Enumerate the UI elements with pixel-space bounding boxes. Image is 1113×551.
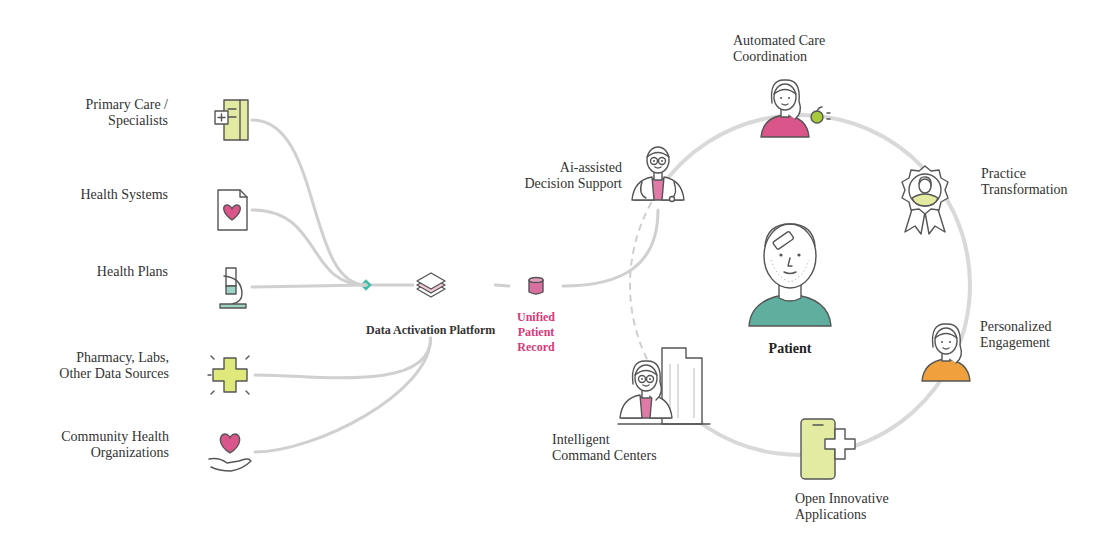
record-node: Unified Patient Record [509, 276, 563, 355]
source-node: Pharmacy, Labs, Other Data Sources [49, 350, 255, 400]
ring-arc [659, 115, 970, 455]
database-icon [526, 276, 546, 296]
flow-connector [252, 210, 366, 285]
flow-connector [255, 338, 431, 452]
patient-icon [735, 210, 845, 328]
node-label: Intelligent Command Centers [552, 432, 670, 464]
source-node: Community Health Organizations [54, 429, 255, 475]
ring-node: Automated Care Coordination [733, 33, 843, 141]
source-node: Primary Care / Specialists [68, 97, 252, 143]
source-node: Health Plans [18, 264, 252, 310]
node-label: Data Activation Platform [366, 323, 495, 338]
node-label: Community Health Organizations [54, 429, 169, 461]
award-badge-icon [895, 162, 955, 238]
node-label: Practice Transformation [981, 166, 1081, 198]
ring-node: Intelligent Command Centers [552, 344, 714, 464]
ring-node: Open Innovative Applications [795, 415, 900, 523]
flow-connector [563, 210, 658, 286]
node-label: Open Innovative Applications [795, 491, 900, 523]
node-label: Health Plans [18, 264, 168, 280]
node-label: Pharmacy, Labs, Other Data Sources [49, 350, 169, 382]
node-label: Unified Patient Record [509, 310, 563, 355]
node-label: Ai-assisted Decision Support [512, 160, 622, 192]
patient-node: Patient [735, 210, 845, 357]
ring-node: Personalized Engagement [918, 319, 1070, 385]
ring-arc-dashed [630, 190, 659, 380]
doctor-icon [628, 134, 688, 210]
node-label: Health Systems [18, 187, 168, 203]
flow-connector [255, 338, 431, 378]
ring-node: Practice Transformation [895, 162, 1081, 238]
node-label: Primary Care / Specialists [68, 97, 168, 129]
source-node: Health Systems [18, 187, 252, 233]
flow-connector [252, 285, 366, 287]
flow-connector [252, 120, 366, 285]
pharmacy-cross-icon [205, 350, 255, 400]
platform-stub [366, 284, 414, 287]
command-center-icon [610, 344, 714, 428]
microscope-icon [212, 264, 252, 310]
coordinator-icon [751, 71, 831, 141]
node-label: Automated Care Coordination [733, 33, 843, 65]
platform-node: Data Activation Platform [366, 267, 495, 338]
flow-connector [495, 285, 509, 286]
heart-document-icon [212, 187, 252, 233]
ring-node: Ai-assisted Decision Support [512, 134, 688, 210]
node-label: Personalized Engagement [980, 319, 1070, 351]
node-label: Patient [769, 340, 812, 357]
member-icon [918, 319, 974, 385]
app-phone-icon [795, 415, 857, 485]
clinic-icon [212, 97, 252, 143]
caring-hand-icon [205, 429, 255, 475]
layers-icon [413, 267, 449, 303]
